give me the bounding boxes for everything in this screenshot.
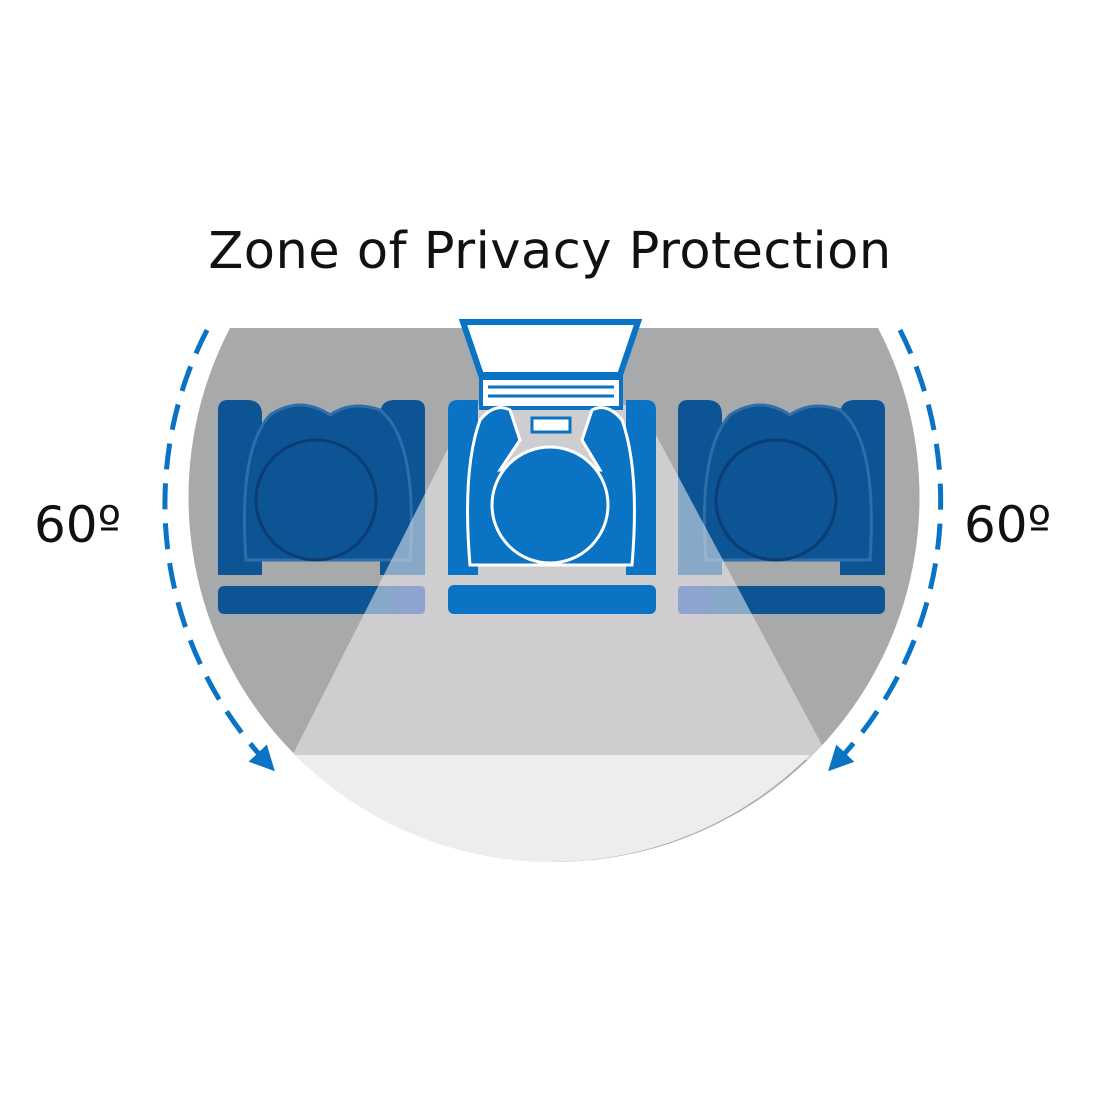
left-neighbor-seat — [218, 400, 425, 614]
user-at-laptop-icon — [448, 319, 656, 614]
right-neighbor-head-icon — [714, 438, 838, 562]
diagram-title: Zone of Privacy Protection — [208, 222, 892, 281]
left-angle-label: 60º — [34, 496, 122, 554]
right-angle-label: 60º — [964, 496, 1052, 554]
right-angle-arrow — [828, 328, 944, 772]
left-neighbor-head-icon — [254, 438, 378, 562]
visible-viewing-cone — [290, 405, 830, 760]
